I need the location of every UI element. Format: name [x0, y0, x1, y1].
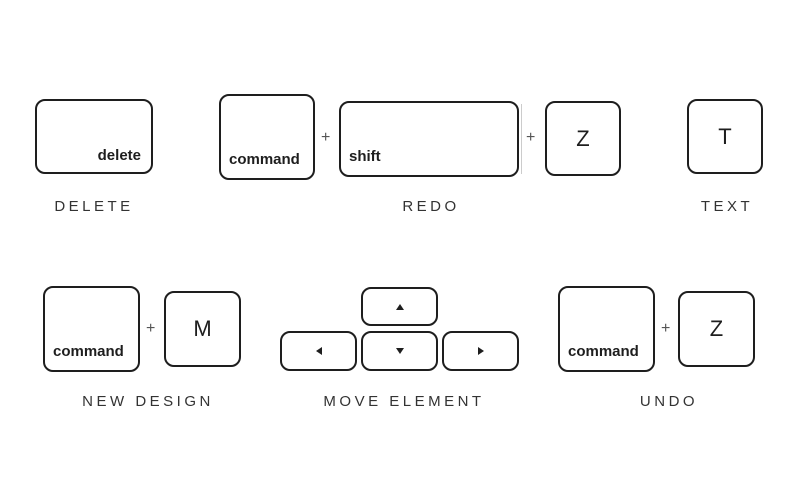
caption-redo: REDO: [402, 198, 460, 215]
right-arrow-icon: [477, 347, 484, 355]
t-key-label: T: [718, 123, 732, 149]
arrow-down-key[interactable]: [361, 331, 438, 371]
caption-delete: DELETE: [54, 198, 134, 215]
delete-key-label: delete: [97, 147, 141, 164]
command-key-label: command: [53, 343, 124, 360]
new-design-m-key[interactable]: M: [164, 291, 241, 367]
caption-text: TEXT: [700, 198, 754, 215]
redo-shift-key[interactable]: shift: [339, 101, 519, 177]
arrow-up-key[interactable]: [361, 287, 438, 326]
redo-z-key[interactable]: Z: [545, 101, 621, 176]
plus-sign: +: [321, 129, 331, 146]
z-key-label: Z: [576, 125, 590, 151]
m-key-label: M: [193, 316, 212, 341]
delete-key[interactable]: delete: [35, 99, 153, 174]
command-key-label: command: [568, 343, 639, 360]
caption-new-design: NEW DESIGN: [82, 393, 214, 410]
redo-command-key[interactable]: command: [219, 94, 315, 180]
plus-sign: +: [661, 320, 671, 337]
caption-move-element: MOVE ELEMENT: [323, 393, 485, 410]
down-arrow-icon: [395, 348, 404, 354]
caption-undo: UNDO: [639, 393, 699, 410]
arrow-right-key[interactable]: [442, 331, 519, 371]
undo-command-key[interactable]: command: [558, 286, 655, 372]
new-design-command-key[interactable]: command: [43, 286, 140, 372]
text-t-key[interactable]: T: [687, 99, 763, 174]
left-arrow-icon: [315, 347, 322, 355]
shift-key-label: shift: [349, 148, 381, 165]
arrow-left-key[interactable]: [280, 331, 357, 371]
command-key-label: command: [229, 151, 300, 168]
plus-sign: +: [146, 320, 156, 337]
divider: [521, 104, 522, 174]
up-arrow-icon: [395, 303, 404, 310]
plus-sign: +: [526, 129, 536, 146]
undo-z-key[interactable]: Z: [678, 291, 755, 367]
z-key-label: Z: [709, 316, 724, 341]
